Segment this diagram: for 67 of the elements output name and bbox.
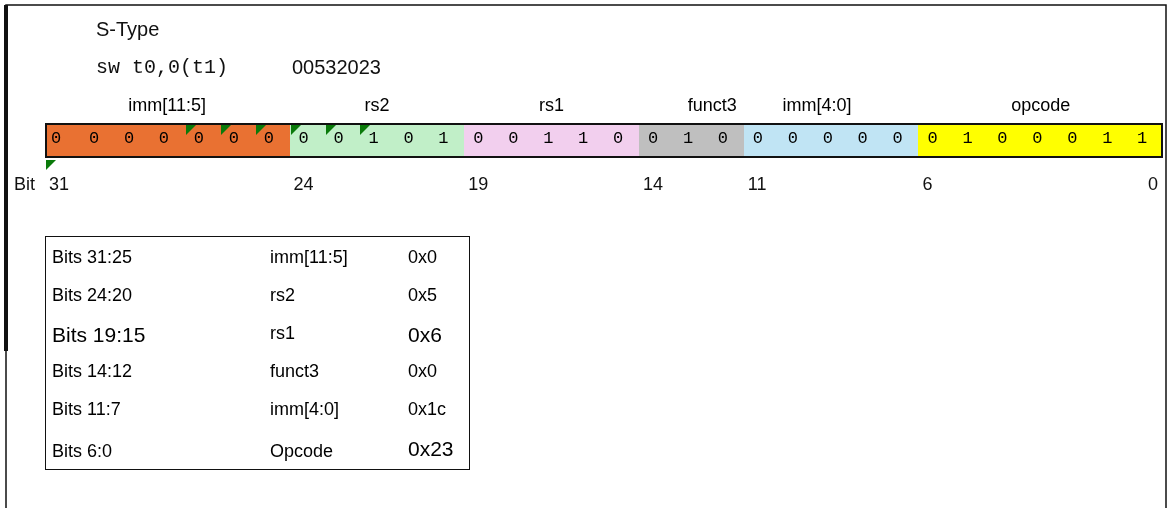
bit-value: 0 xyxy=(228,129,239,148)
field-name: imm[4:0] xyxy=(270,399,339,420)
bit-value: 0 xyxy=(1067,129,1078,148)
bit-value: 0 xyxy=(123,129,135,148)
bit-value: 1 xyxy=(578,129,589,148)
field-name: funct3 xyxy=(270,361,320,382)
bit-value: 1 xyxy=(1137,129,1148,148)
field-name: rs2 xyxy=(364,95,390,116)
field-name: rs1 xyxy=(270,323,295,344)
bit-value: 1 xyxy=(962,129,973,148)
field-value: 0x5 xyxy=(408,285,438,306)
bit-value: 0 xyxy=(752,129,763,148)
field-value: 0x6 xyxy=(408,323,442,347)
bit-value: 0 xyxy=(473,129,484,148)
bit-value: 0 xyxy=(647,129,659,148)
bit-value: 0 xyxy=(403,129,414,148)
bit-number: 14 xyxy=(642,174,663,195)
bit-value: 1 xyxy=(1102,129,1113,148)
field-name: opcode xyxy=(1011,95,1071,116)
bit-range: Bits 11:7 xyxy=(52,399,121,420)
machine-code: 00532023 xyxy=(292,56,381,79)
bit-number: 11 xyxy=(747,174,767,195)
bit-value: 0 xyxy=(508,129,519,148)
bit-value: 0 xyxy=(613,129,624,148)
field-value: 0x23 xyxy=(408,437,454,461)
bit-value: 1 xyxy=(368,129,379,148)
bit-value: 0 xyxy=(892,129,903,148)
bit-value: 0 xyxy=(857,129,868,148)
bit-value: 0 xyxy=(787,129,798,148)
bit-value: 0 xyxy=(158,129,169,148)
bit-value: 0 xyxy=(927,129,938,148)
bit-number: 19 xyxy=(468,174,489,195)
bit-value: 1 xyxy=(682,129,694,148)
bit-value: 0 xyxy=(88,129,100,148)
bit-value: 1 xyxy=(543,129,554,148)
assembly-instruction: sw t0,0(t1) xyxy=(96,56,229,79)
bit-value: 0 xyxy=(1032,129,1043,148)
bit-range: Bits 19:15 xyxy=(52,323,146,347)
format-title: S-Type xyxy=(96,18,160,41)
bit-value: 0 xyxy=(51,129,62,148)
bit-number: 24 xyxy=(293,174,314,195)
bit-number: 6 xyxy=(922,174,933,195)
field-name: imm[11:5] xyxy=(128,95,206,116)
bit-range: Bits 14:12 xyxy=(52,361,133,382)
bit-number: 31 xyxy=(49,174,70,195)
field-name: imm[11:5] xyxy=(270,247,348,268)
bit-range: Bits 24:20 xyxy=(52,285,133,306)
field-value: 0x0 xyxy=(408,247,438,268)
field-value: 0x0 xyxy=(408,361,438,382)
bit-value: 0 xyxy=(333,129,344,148)
bit-range: Bits 6:0 xyxy=(52,441,113,462)
field-name: rs1 xyxy=(539,95,565,116)
field-value: 0x1c xyxy=(408,399,447,420)
bit-value: 0 xyxy=(717,129,728,148)
bit-value: 1 xyxy=(438,129,449,148)
bit-value: 0 xyxy=(193,129,204,148)
bit-value: 0 xyxy=(263,129,274,148)
bit-value: 0 xyxy=(997,129,1008,148)
bit-number: 0 xyxy=(1148,174,1158,195)
bit-value: 0 xyxy=(298,129,309,148)
bit-range: Bits 31:25 xyxy=(52,247,133,268)
field-name: Opcode xyxy=(270,441,334,462)
field-name: rs2 xyxy=(270,285,295,306)
bit-label: Bit xyxy=(14,174,35,195)
bit-value: 0 xyxy=(822,129,833,148)
field-name: imm[4:0] xyxy=(782,95,852,116)
field-name: funct3 xyxy=(687,95,737,116)
